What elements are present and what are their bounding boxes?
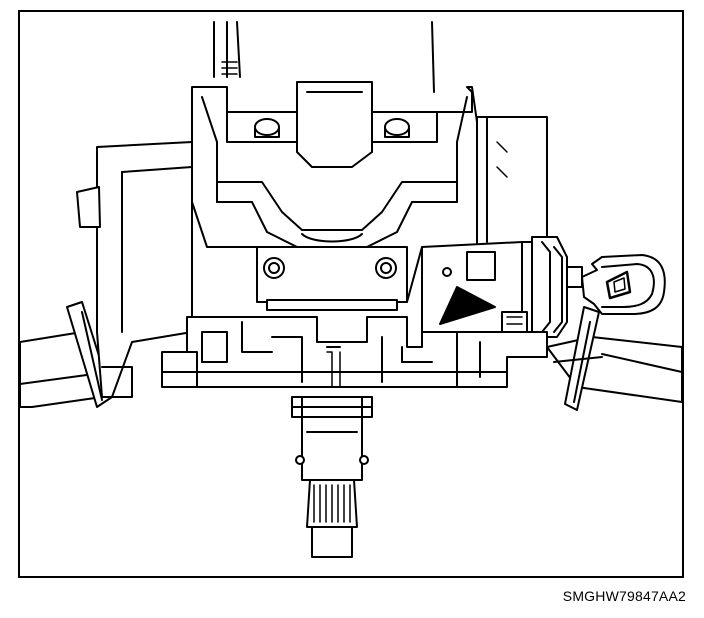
figure-code: SMGHW79847AA2: [562, 588, 686, 604]
key-icon: [581, 254, 666, 315]
steering-column-illustration: [20, 21, 682, 558]
lower-spline-shaft: [291, 396, 373, 558]
left-column-cover: [20, 141, 193, 408]
illustration-frame: [18, 10, 684, 578]
arrow-icon: [439, 286, 496, 325]
lock-housing: [191, 81, 478, 311]
lower-bracket: [161, 316, 548, 388]
right-column-cover: [546, 306, 682, 411]
upper-steering-shaft: [213, 21, 435, 93]
